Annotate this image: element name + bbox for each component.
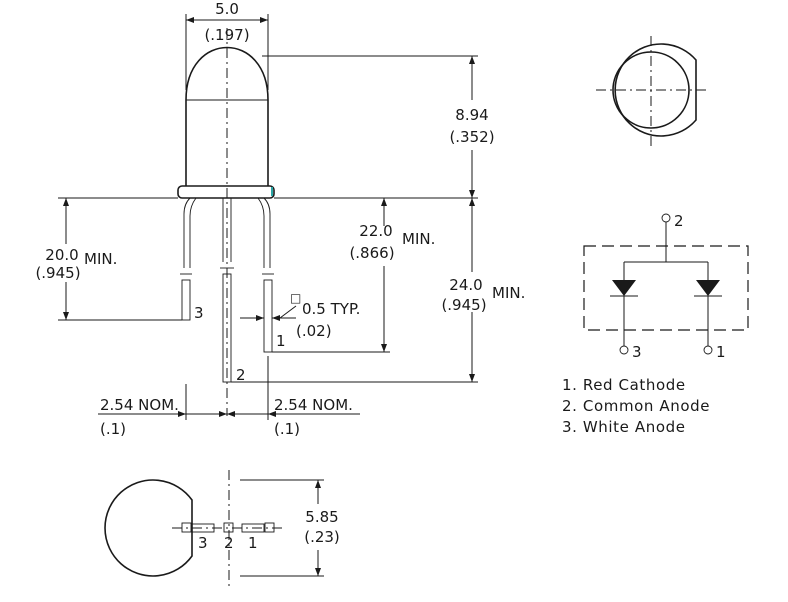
legend-item-2: 2. Common Anode: [562, 397, 710, 415]
pin-legend: 1. Red Cathode 2. Common Anode 3. White …: [562, 376, 710, 436]
long-lead-mm: 24.0: [449, 276, 482, 294]
bottom-view-outline: [104, 479, 193, 577]
lead-pin-2-lower: [222, 273, 232, 383]
side-view: 3 1 2: [177, 28, 286, 416]
schematic-pin-2-terminal: [661, 213, 671, 223]
lead-square-in: (.02): [296, 322, 332, 340]
lens-height-mm: 8.94: [455, 106, 488, 124]
lens-height-in: (.352): [449, 128, 494, 146]
diode-white: [612, 280, 636, 296]
bottom-pin-3-pad: [181, 522, 192, 533]
bottom-pin-1-label: 1: [248, 534, 258, 552]
short-lead-in: (.945): [35, 264, 80, 282]
schematic-pin-2-label: 2: [674, 212, 684, 230]
lead-pin-1-upper: [257, 197, 271, 268]
bottom-pin-2-label: 2: [224, 534, 234, 552]
lead-pin-3-upper: [183, 197, 197, 268]
bottom-view: 3 2 1: [104, 470, 284, 586]
short-lead-unit: MIN.: [84, 250, 117, 268]
dim-pitch: 2.54 NOM. (.1) 2.54 NOM. (.1): [98, 356, 360, 438]
dim-lens-height: 8.94 (.352): [262, 55, 495, 199]
bottom-pin-3-label: 3: [198, 534, 208, 552]
mid-lead-unit: MIN.: [402, 230, 435, 248]
lead-square-mm: 0.5 TYP.: [302, 300, 360, 318]
schematic-pin-1-label: 1: [716, 343, 726, 361]
dim-lead-square: □ 0.5 TYP. (.02): [240, 291, 360, 340]
lead-pin-1-lower: [263, 279, 273, 353]
legend-item-1: 1. Red Cathode: [562, 376, 686, 394]
lens-width-mm: 5.0: [215, 0, 239, 18]
bottom-pin-3-flat: [191, 523, 215, 533]
schematic-pin-3-label: 3: [632, 343, 642, 361]
side-pin-3-label: 3: [194, 304, 204, 322]
schematic-pin-1-terminal: [703, 345, 713, 355]
bottom-pin-1-flat: [241, 523, 265, 533]
flat-width-mm: 5.85: [305, 508, 338, 526]
side-pin-1-label: 1: [276, 332, 286, 350]
long-lead-in: (.945): [441, 296, 486, 314]
dim-mid-lead: 22.0 MIN. (.866): [272, 198, 435, 353]
lens-dome: [185, 46, 269, 186]
pitch-left-in: (.1): [100, 420, 126, 438]
lens-width-in: (.197): [204, 26, 249, 44]
flange: [177, 185, 275, 199]
long-lead-unit: MIN.: [492, 284, 525, 302]
dim-long-lead: 24.0 MIN. (.945): [231, 198, 525, 383]
pitch-left-mm: 2.54 NOM.: [100, 396, 179, 414]
short-lead-mm: 20.0: [45, 246, 78, 264]
pitch-right-mm: 2.54 NOM.: [274, 396, 353, 414]
bottom-pin-2-pad: [223, 522, 234, 533]
lead-square-symbol: □: [290, 291, 301, 305]
dim-short-lead: 20.0 MIN. (.945): [35, 197, 182, 321]
schematic-pin-3-terminal: [619, 345, 629, 355]
top-view: [596, 36, 706, 146]
mid-lead-mm: 22.0: [359, 222, 392, 240]
lead-pin-3-lower: [181, 279, 191, 321]
legend-item-3: 3. White Anode: [562, 418, 686, 436]
flat-width-in: (.23): [304, 528, 340, 546]
schematic: 2 3 1: [583, 212, 749, 361]
side-pin-2-label: 2: [236, 366, 246, 384]
dim-flat-width: 5.85 (.23): [240, 479, 340, 577]
top-view-outline: [614, 43, 697, 137]
pitch-right-in: (.1): [274, 420, 300, 438]
dim-lens-width: 5.0 (.197): [185, 0, 269, 90]
bottom-pin-1-pad: [264, 522, 275, 533]
mid-lead-in: (.866): [349, 244, 394, 262]
diode-red: [696, 280, 720, 296]
